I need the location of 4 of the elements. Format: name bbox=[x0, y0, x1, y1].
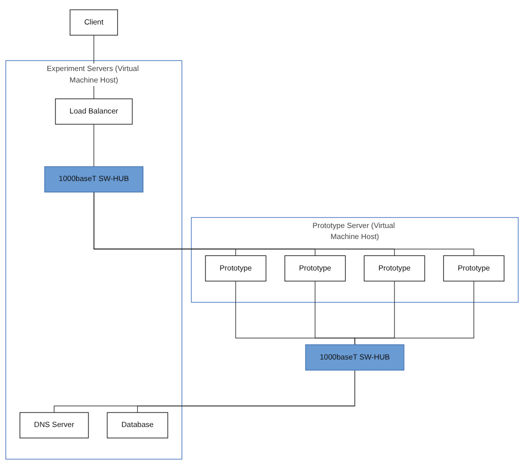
connector bbox=[54, 370, 356, 413]
connector bbox=[94, 192, 474, 256]
connector bbox=[354, 280, 474, 346]
connector bbox=[137, 370, 356, 413]
